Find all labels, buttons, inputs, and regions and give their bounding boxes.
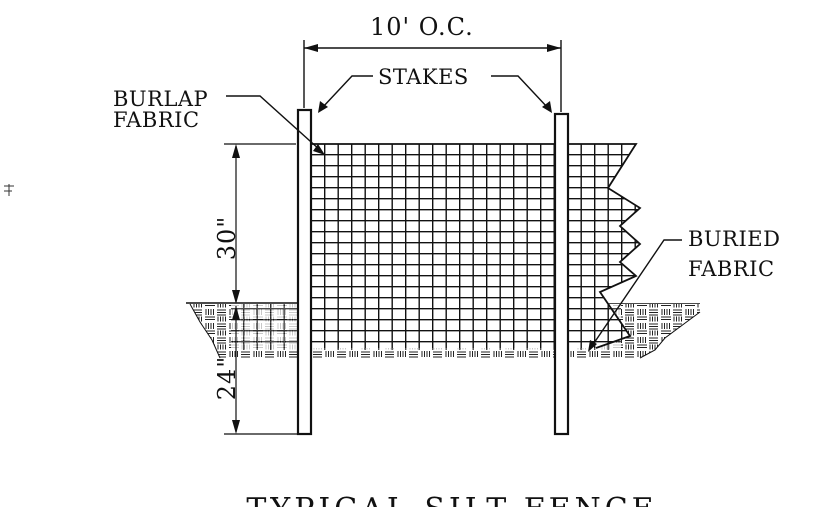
edge-mark (4, 184, 14, 196)
spacing-dimension (303, 40, 562, 112)
depth-label: 24" (213, 356, 241, 401)
stake-left (296, 108, 313, 436)
stakes-label: STAKES (378, 65, 469, 89)
burlap-label-line2: FABRIC (113, 108, 200, 132)
drawing-title: TYPICAL SILT FENCE (246, 492, 657, 507)
height-label: 30" (213, 216, 241, 261)
depth-dimension (224, 306, 298, 435)
buried-leader (588, 239, 682, 352)
stake-right (553, 112, 570, 436)
burlap-label-line1: BURLAP (113, 87, 208, 111)
stakes-leader (318, 75, 552, 113)
buried-label-line1: BURIED (688, 227, 780, 251)
fabric-mesh (299, 143, 642, 349)
height-dimension (224, 143, 296, 304)
burlap-leader (226, 95, 325, 155)
buried-label-line2: FABRIC (688, 257, 775, 281)
spacing-label: 10' O.C. (370, 13, 474, 41)
